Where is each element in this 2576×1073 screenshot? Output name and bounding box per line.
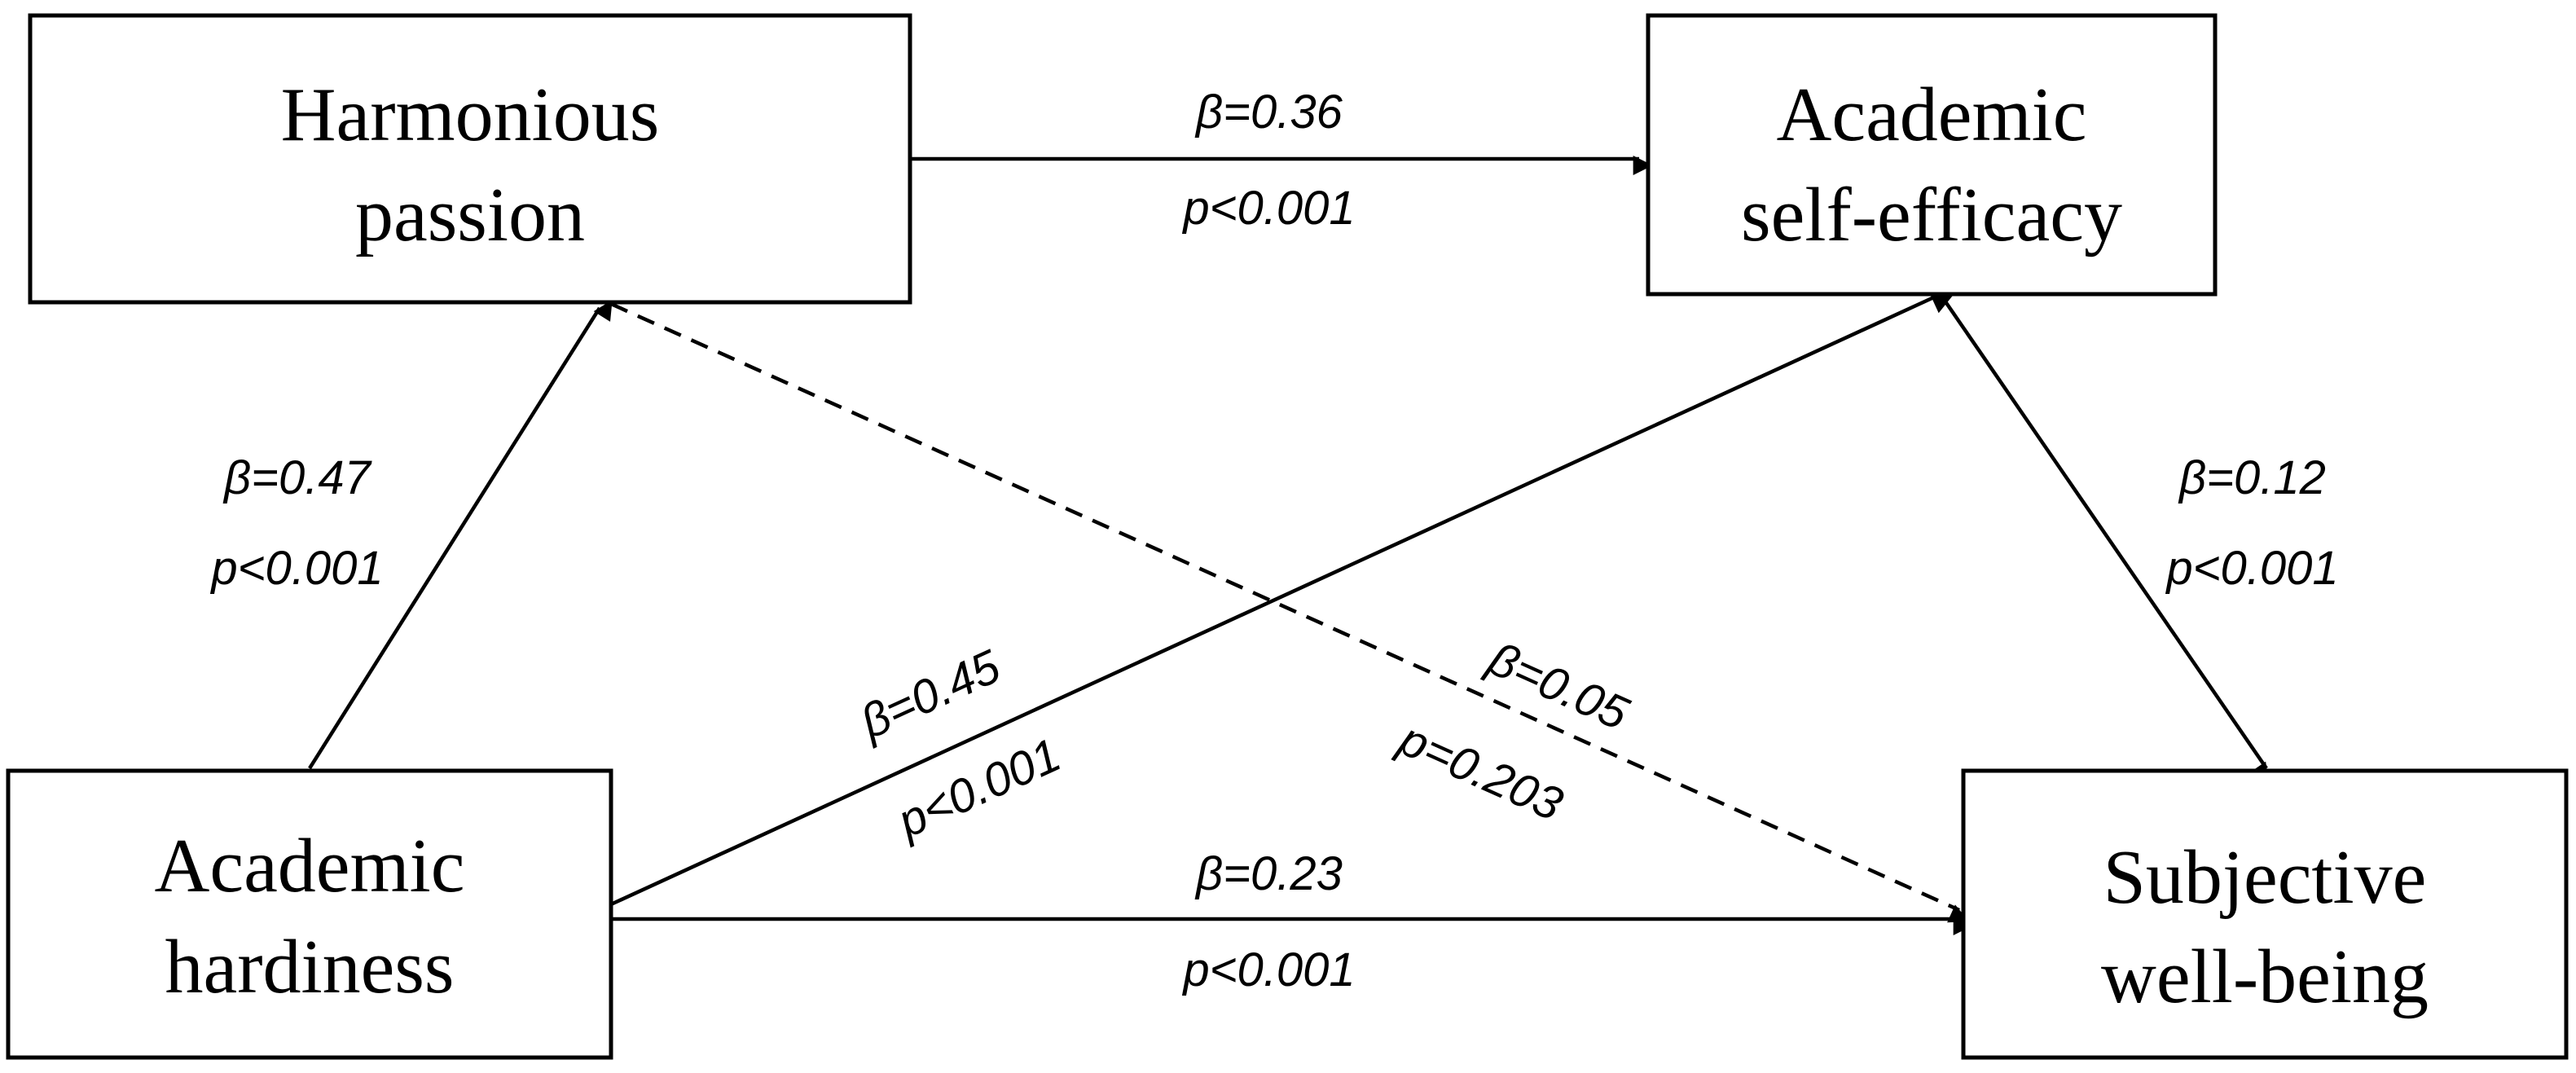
node-academic-self-efficacy-line1: Academic [1776, 73, 2086, 157]
label-passion-to-efficacy: β=0.36 p<0.001 [1181, 86, 1355, 235]
p-hardiness-to-wellbeing: p<0.001 [1181, 943, 1355, 996]
node-academic-self-efficacy-line2: self-efficacy [1741, 173, 2122, 257]
p-hardiness-to-passion: p<0.001 [209, 542, 383, 595]
beta-passion-to-wellbeing: β=0.05 [1479, 631, 1637, 741]
beta-passion-to-efficacy: β=0.36 [1194, 86, 1343, 139]
edge-efficacy-to-wellbeing [1940, 294, 2269, 784]
node-subjective-well-being-line2: well-being [2101, 934, 2429, 1019]
p-passion-to-wellbeing: p=0.203 [1390, 711, 1570, 831]
edge-hardiness-to-efficacy [610, 293, 1953, 907]
label-hardiness-to-passion: β=0.47 p<0.001 [209, 451, 383, 595]
beta-hardiness-to-wellbeing: β=0.23 [1194, 847, 1343, 900]
node-subjective-well-being-line1: Subjective [2103, 835, 2427, 920]
edge-hardiness-to-passion [308, 300, 613, 770]
label-efficacy-to-wellbeing: β=0.12 p<0.001 [2165, 451, 2338, 595]
node-academic-hardiness-line1: Academic [154, 824, 464, 908]
beta-hardiness-to-passion: β=0.47 [222, 451, 373, 504]
edge-passion-to-wellbeing [610, 301, 1969, 923]
edges [308, 156, 2269, 935]
label-hardiness-to-wellbeing: β=0.23 p<0.001 [1181, 847, 1355, 996]
node-harmonious-passion: Harmonious passion [28, 13, 912, 305]
label-passion-to-wellbeing: β=0.05 p=0.203 [1390, 631, 1637, 831]
p-efficacy-to-wellbeing: p<0.001 [2165, 542, 2338, 595]
node-subjective-well-being: Subjective well-being [1961, 768, 2569, 1060]
p-hardiness-to-efficacy: p<0.001 [888, 728, 1068, 849]
p-passion-to-efficacy: p<0.001 [1181, 182, 1355, 235]
node-academic-hardiness-line2: hardiness [165, 925, 454, 1009]
beta-efficacy-to-wellbeing: β=0.12 [2178, 451, 2326, 504]
node-academic-hardiness: Academic hardiness [6, 768, 613, 1060]
node-academic-self-efficacy: Academic self-efficacy [1646, 13, 2218, 297]
node-harmonious-passion-line1: Harmonious [281, 73, 660, 157]
node-harmonious-passion-line2: passion [355, 173, 585, 257]
